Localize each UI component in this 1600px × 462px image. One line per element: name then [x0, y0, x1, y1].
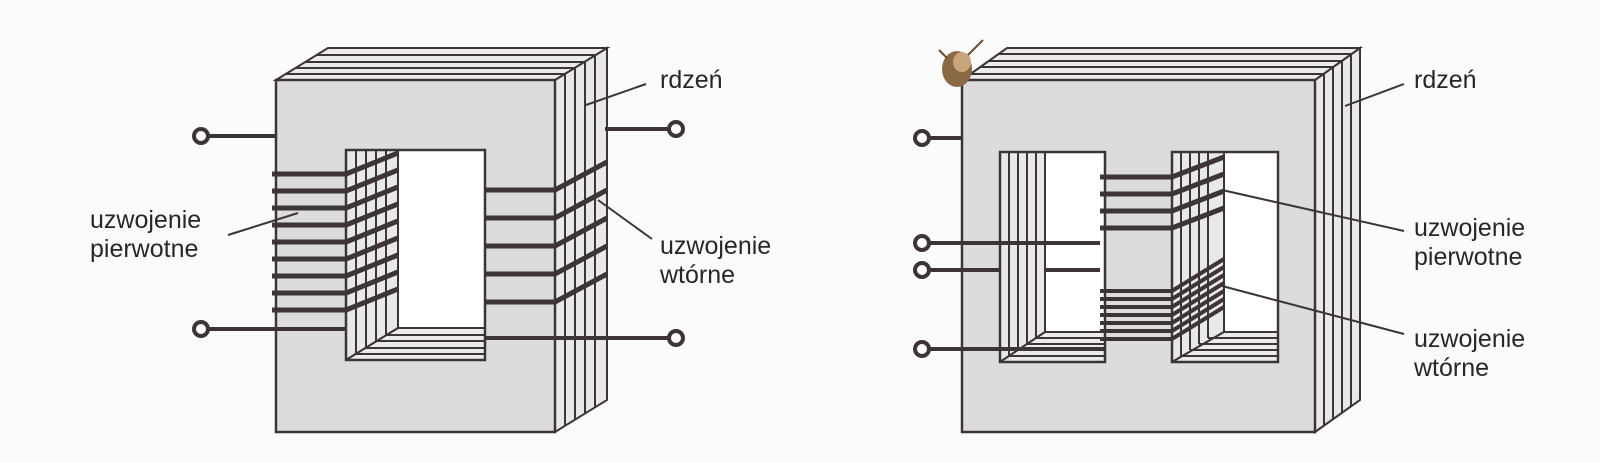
right-terminals — [913, 129, 1105, 358]
left-primary-label-line2: pierwotne — [90, 235, 199, 263]
left-core-front — [274, 78, 557, 434]
right-secondary-label-line2: wtórne — [1414, 354, 1490, 382]
right-core-window-left — [996, 151, 1106, 364]
right-secondary-label-line1: uzwojenie — [1414, 325, 1526, 353]
right-core-laminations — [1314, 46, 1361, 434]
left-secondary-terminals — [485, 120, 685, 347]
right-primary-label-line1: uzwojenie — [1414, 214, 1526, 242]
left-primary-winding — [272, 150, 399, 313]
left-secondary-label-line2: wtórne — [660, 261, 736, 289]
left-core-top — [272, 47, 611, 81]
right-transformer — [913, 46, 1405, 434]
right-primary-winding — [1100, 154, 1225, 231]
left-core-lamination-lines — [564, 55, 596, 426]
right-core-top — [958, 47, 1364, 81]
right-primary-label-line2: pierwotne — [1414, 243, 1523, 271]
left-core-label: rdzeń — [660, 66, 723, 94]
left-secondary-label-line1: uzwojenie — [660, 232, 772, 260]
right-core-label: rdzeń — [1414, 66, 1477, 94]
left-secondary-winding — [485, 159, 609, 305]
left-primary-label-line1: uzwojenie — [90, 206, 202, 234]
right-leader-lines — [1221, 83, 1405, 335]
right-secondary-winding — [1100, 257, 1226, 341]
left-leader-lines — [227, 83, 653, 240]
left-primary-terminals — [192, 127, 346, 338]
insect-blemish — [938, 39, 984, 87]
left-transformer — [192, 46, 685, 434]
right-core-lamination-lines — [1323, 54, 1352, 426]
